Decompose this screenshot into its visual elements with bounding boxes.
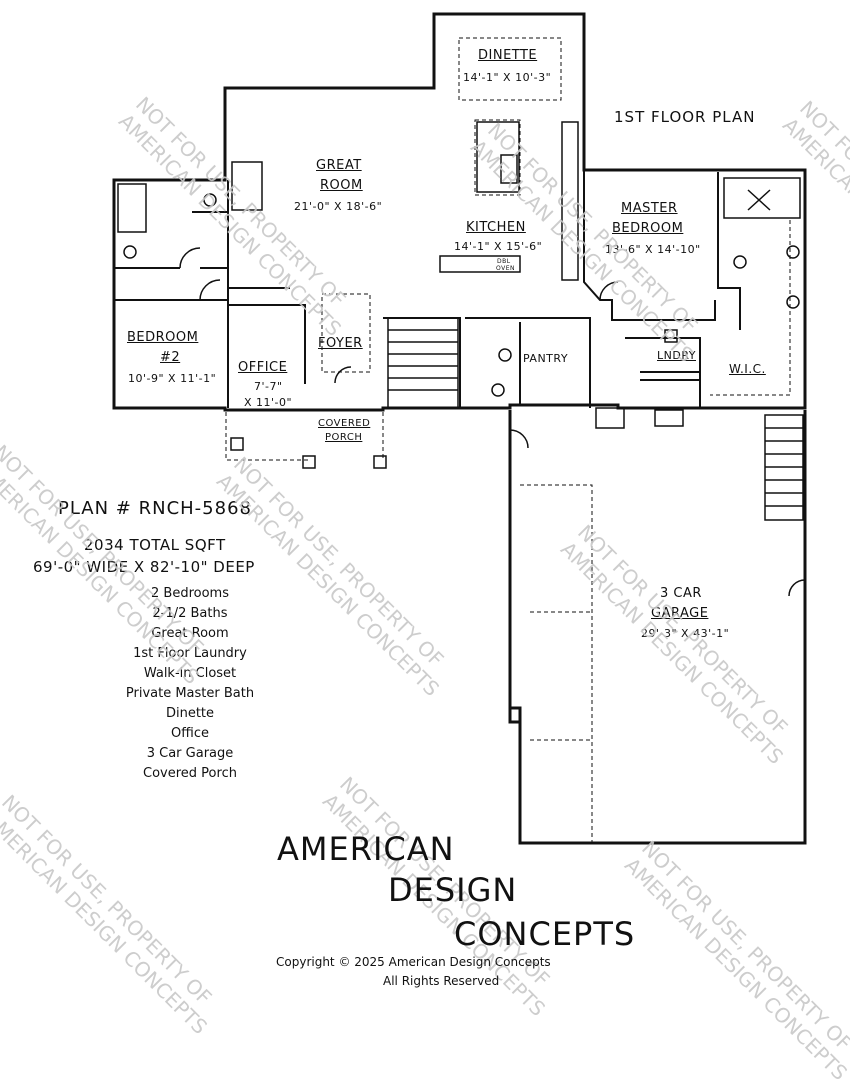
washer (664, 329, 678, 343)
kitchen-island (476, 121, 520, 193)
interior-wall (228, 304, 306, 384)
laundry-sink (654, 409, 684, 427)
closet-line (710, 220, 791, 396)
great-room-dims: 21'-0" X 18'-6" (294, 200, 383, 213)
great-room-label: GREAT (316, 158, 362, 173)
laundry-label: LNDRY (657, 349, 696, 362)
dinette-outline (458, 37, 562, 101)
copyright-rights: All Rights Reserved (383, 974, 500, 988)
stair (387, 317, 459, 409)
total-sqft: 2034 TOTAL SQFT (84, 536, 226, 554)
office-dims: 7'-7" (254, 380, 283, 393)
counter-wall (561, 121, 579, 281)
feature-item: Great Room (151, 626, 229, 641)
exterior-wall (112, 12, 807, 412)
pantry-toilet (498, 348, 512, 362)
plan-number: PLAN # RNCH-5868 (58, 498, 252, 519)
island-outline (474, 119, 521, 196)
office-dims-2: X 11'-0" (244, 396, 293, 409)
interior-wall (383, 317, 461, 408)
garage-dims: 29'-3" X 43'-1" (641, 627, 730, 640)
master-label-2: BEDROOM (612, 221, 684, 236)
sink (123, 245, 137, 259)
door-swing (334, 366, 352, 384)
oven-label-2: OVEN (496, 265, 516, 272)
door-swing (509, 429, 529, 449)
master-sink (786, 245, 800, 259)
kitchen-counter (439, 255, 521, 273)
interior-wall (583, 170, 716, 321)
feature-item: Dinette (165, 706, 215, 721)
foyer-outline (321, 293, 371, 373)
garage-wall-left (508, 410, 522, 843)
features-list: 2 Bedrooms 2-1/2 Baths Great Room 1st Fl… (40, 584, 340, 784)
shower (723, 177, 801, 219)
feature-item: 1st Floor Laundry (133, 646, 247, 661)
floor-plan-title: 1ST FLOOR PLAN (614, 108, 756, 126)
brand-line-1: AMERICAN (277, 830, 455, 868)
wic-label: W.I.C. (729, 362, 766, 376)
tub (117, 183, 147, 233)
interior-wall (717, 172, 741, 330)
master-dims: 13'-6" X 14'-10" (605, 243, 701, 256)
door-swing (179, 247, 201, 269)
floor-plan-drawing (112, 12, 807, 845)
feature-item: 3 Car Garage (146, 746, 234, 761)
master-label: MASTER (621, 201, 678, 216)
brand-line-3: CONCEPTS (454, 915, 636, 953)
feature-item: Walk-in Closet (143, 666, 237, 681)
great-room-label-2: ROOM (320, 178, 363, 193)
door-swing (199, 279, 221, 301)
master-sink (786, 295, 800, 309)
door-swing (788, 579, 806, 597)
bedroom2-label: BEDROOM (127, 330, 199, 345)
feature-item: 2 Bedrooms (151, 586, 229, 601)
pantry-sink (491, 383, 505, 397)
pantry-label: PANTRY (523, 352, 569, 365)
dinette-dims: 14'-1" X 10'-3" (463, 71, 552, 84)
feature-item: Office (171, 726, 209, 741)
bedroom2-dims: 10'-9" X 11'-1" (128, 372, 217, 385)
porch-column (230, 437, 244, 451)
garage-door-line (520, 484, 593, 843)
kitchen-dims: 14'-1" X 15'-6" (454, 240, 543, 253)
porch-outline (225, 412, 384, 461)
interior-wall (625, 337, 701, 373)
step (595, 407, 625, 429)
porch-label: COVERED (318, 418, 371, 429)
shower-x (747, 189, 771, 211)
feature-item: Private Master Bath (125, 686, 255, 701)
fireplace (231, 161, 263, 211)
porch-column (373, 455, 387, 469)
door-swing (599, 281, 619, 301)
garage-door-line (530, 611, 592, 741)
kitchen-label: KITCHEN (466, 220, 526, 235)
stair-treads (388, 329, 458, 391)
bedroom2-label-2: #2 (160, 350, 181, 365)
toilet (203, 193, 217, 207)
porch-label-2: PORCH (325, 432, 363, 443)
kitchen-sink (500, 154, 518, 184)
feature-item: Covered Porch (143, 766, 237, 781)
oven-label: DBL (497, 258, 511, 265)
plan-size: 69'-0" WIDE X 82'-10" DEEP (33, 558, 255, 576)
dinette-label: DINETTE (478, 48, 538, 63)
master-toilet (733, 255, 747, 269)
brand-line-2: DESIGN (388, 871, 518, 909)
interior-wall (465, 317, 591, 408)
porch-column (302, 455, 316, 469)
foyer-label: FOYER (318, 336, 363, 351)
copyright: Copyright © 2025 American Design Concept… (276, 955, 551, 969)
garage-label-2: GARAGE (651, 606, 709, 621)
office-label: OFFICE (238, 360, 288, 375)
garage-stair-treads (765, 427, 803, 507)
feature-item: 2-1/2 Baths (152, 606, 228, 621)
garage-label: 3 CAR (660, 586, 702, 601)
